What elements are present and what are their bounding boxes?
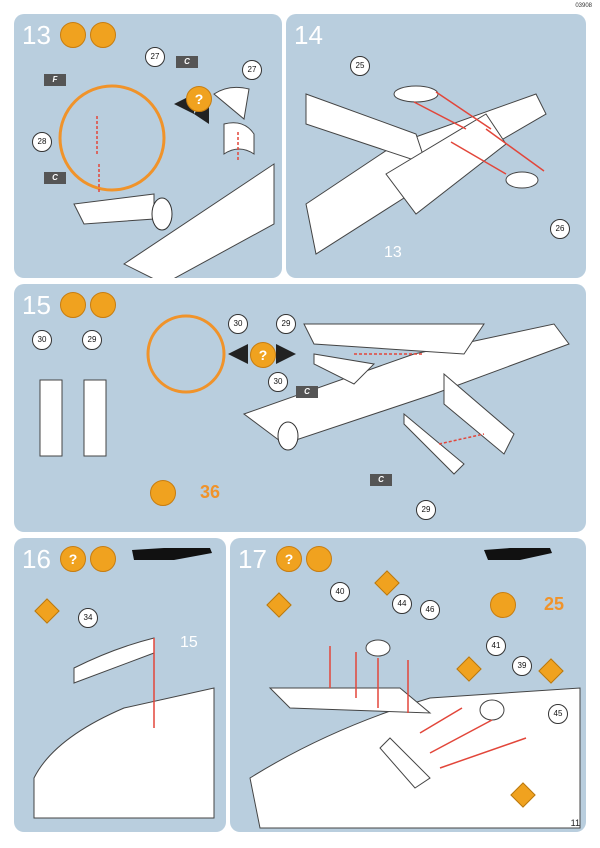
- knife-icon: [90, 292, 116, 318]
- page-number: 11: [570, 818, 580, 828]
- help-icon: ?: [250, 342, 276, 368]
- callout: 30: [228, 314, 248, 334]
- step-number: 13: [22, 20, 51, 50]
- callout: 40: [330, 582, 350, 602]
- help-icon: ?: [276, 546, 302, 572]
- callout: 26: [550, 219, 570, 239]
- paint-icon: [490, 592, 516, 618]
- callout: 41: [486, 636, 506, 656]
- callout: 27: [145, 47, 165, 67]
- callout: 39: [512, 656, 532, 676]
- callout: 29: [276, 314, 296, 334]
- step-17-panel: 17 ? 40 44 46 41 39 45 25: [230, 538, 586, 832]
- step-number: 17: [238, 544, 267, 574]
- callout: 30: [268, 372, 288, 392]
- callout: 27: [242, 60, 262, 80]
- glue-icon: [60, 292, 86, 318]
- flag-c: C: [44, 172, 66, 184]
- part-label: 15: [180, 634, 198, 651]
- doc-id: 03908: [575, 3, 592, 9]
- knife-icon: [90, 546, 116, 572]
- flag-c: C: [296, 386, 318, 398]
- step-number: 15: [22, 290, 51, 320]
- step-14-diagram: [305, 85, 547, 255]
- step-15-panel: 15 ? 30 29 30 29 30 29 C C 36: [14, 284, 586, 532]
- step-13-diagram: [58, 84, 275, 278]
- step-13-panel: 13 ? 27 27 28 F C C: [14, 14, 282, 278]
- knife-icon: [306, 546, 332, 572]
- callout: 34: [78, 608, 98, 628]
- knife-icon: [90, 22, 116, 48]
- step-reference: 36: [200, 482, 221, 502]
- callout: 25: [350, 56, 370, 76]
- step-16-diagram: [33, 548, 215, 819]
- step-reference: 25: [544, 594, 565, 614]
- callout: 29: [416, 500, 436, 520]
- step-number: 16: [22, 544, 51, 574]
- help-icon: ?: [186, 86, 212, 112]
- callout: 28: [32, 132, 52, 152]
- step-number: 14: [294, 20, 323, 50]
- step-15-diagram: [39, 314, 570, 475]
- glue-icon: [60, 22, 86, 48]
- step-16-panel: 16 ? 34 15: [14, 538, 226, 832]
- part-label: 13: [384, 244, 402, 261]
- callout: 30: [32, 330, 52, 350]
- callout: 46: [420, 600, 440, 620]
- flag-f: F: [44, 74, 66, 86]
- flag-c: C: [176, 56, 198, 68]
- callout: 29: [82, 330, 102, 350]
- flag-c: C: [370, 474, 392, 486]
- callout: 45: [548, 704, 568, 724]
- help-icon: ?: [60, 546, 86, 572]
- callout: 44: [392, 594, 412, 614]
- step-14-panel: 14 25 26 13: [286, 14, 586, 278]
- step-17-diagram: [249, 548, 581, 829]
- paint-icon: [150, 480, 176, 506]
